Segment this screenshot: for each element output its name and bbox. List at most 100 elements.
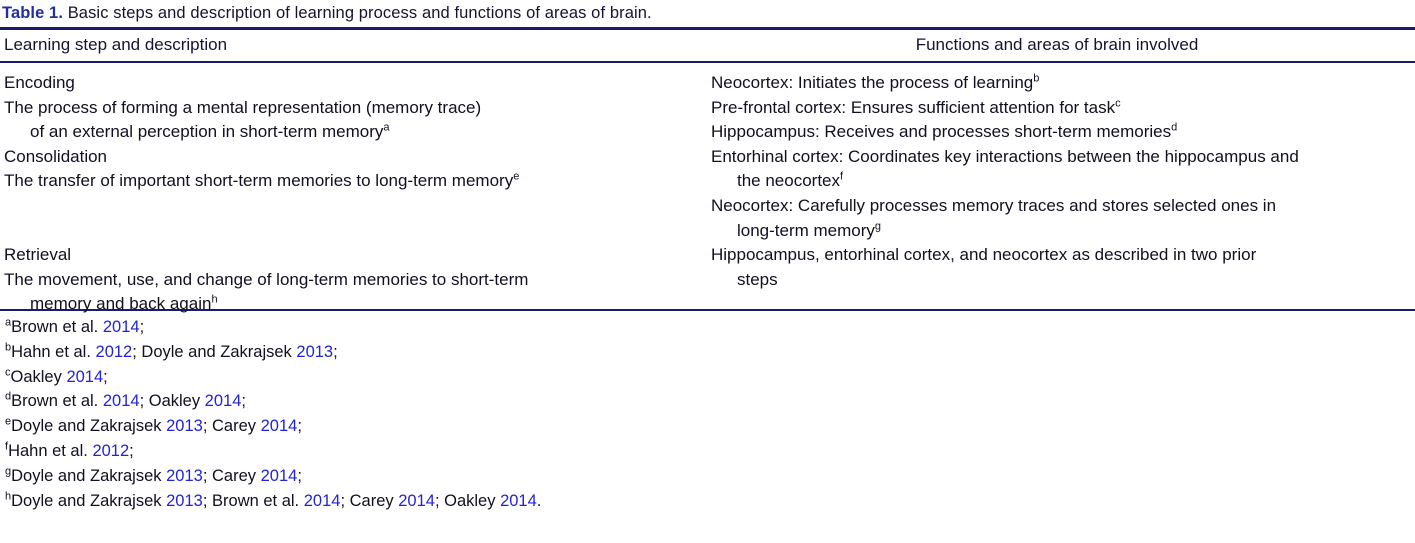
citation-text: .	[536, 491, 542, 510]
table-text-line: the neocortexf	[711, 169, 1409, 194]
footnote-marker: c	[5, 366, 11, 379]
citation-year-link[interactable]: 2014	[66, 367, 104, 386]
citation-text: Hahn et al.	[8, 441, 93, 460]
citation-year-link[interactable]: 2013	[296, 342, 334, 361]
table-text-line: The transfer of important short-term mem…	[4, 169, 699, 194]
citation-text: Oakley	[10, 367, 67, 386]
citation-year-link[interactable]: 2013	[166, 491, 203, 510]
footnote-marker: g	[5, 465, 12, 478]
line-text: The movement, use, and change of long-te…	[4, 269, 529, 289]
footnote-marker: a	[5, 316, 12, 329]
citation-year-link[interactable]: 2014	[500, 491, 537, 510]
citation-text: ;	[139, 318, 145, 336]
line-text: Neocortex: Carefully processes memory tr…	[711, 195, 1277, 215]
table-text-line: The movement, use, and change of long-te…	[4, 268, 699, 293]
table-text-line: Retrieval	[4, 243, 699, 268]
footnote-marker: b	[5, 341, 12, 354]
rule-body-bottom	[0, 309, 1415, 311]
table-caption-text: Basic steps and description of learning …	[63, 4, 652, 22]
table-text-line: Encoding	[4, 71, 699, 96]
footnote-item: bHahn et al. 2012; Doyle and Zakrajsek 2…	[5, 340, 1411, 365]
citation-text: ;	[103, 367, 108, 386]
table-text-line: Pre-frontal cortex: Ensures sufficient a…	[711, 96, 1409, 121]
citation-text: ;	[297, 466, 302, 485]
footnote-item: fHahn et al. 2012;	[5, 439, 1411, 464]
column-header-right: Functions and areas of brain involved	[915, 35, 1199, 54]
footnote-marker: h	[5, 490, 12, 503]
footnote-item: aBrown et al. 2014;	[5, 315, 1411, 340]
footnote-marker: g	[874, 219, 882, 232]
citation-text: ; Carey	[340, 491, 399, 510]
citation-text: ; Doyle and Zakrajsek	[132, 342, 297, 361]
citation-year-link[interactable]: 2013	[166, 466, 203, 485]
line-text: Hippocampus: Receives and processes shor…	[711, 122, 1172, 142]
citation-year-link[interactable]: 2012	[95, 342, 133, 361]
citation-text: Brown et al.	[11, 392, 103, 411]
citation-text: ; Carey	[202, 466, 261, 485]
table-text-line: Consolidation	[4, 145, 699, 170]
citation-year-link[interactable]: 2014	[204, 392, 242, 411]
spacer-line	[4, 219, 699, 244]
line-text: steps	[737, 269, 778, 289]
line-text: Pre-frontal cortex: Ensures sufficient a…	[711, 97, 1116, 117]
footnote-item: dBrown et al. 2014; Oakley 2014;	[5, 389, 1411, 414]
line-text: The process of forming a mental represen…	[4, 97, 482, 117]
table-cell-brain-functions: Neocortex: Initiates the process of lear…	[705, 63, 1415, 292]
citation-text: Hahn et al.	[11, 342, 96, 361]
footnote-item: cOakley 2014;	[5, 365, 1411, 390]
citation-year-link[interactable]: 2014	[303, 491, 341, 510]
table-text-line: long-term memoryg	[711, 219, 1409, 244]
citation-text: ; Oakley	[139, 392, 205, 411]
table-text-line: steps	[711, 268, 1409, 293]
footnote-marker: c	[1115, 96, 1121, 109]
line-text: Retrieval	[4, 245, 72, 265]
footnote-marker: f	[840, 170, 844, 183]
footnote-marker: e	[513, 170, 520, 183]
rule-header-bottom	[0, 61, 1415, 63]
rule-top	[0, 27, 1415, 30]
citation-text: ; Carey	[202, 417, 261, 436]
citation-year-link[interactable]: 2014	[260, 466, 298, 485]
citation-text: ;	[129, 441, 134, 460]
table-footnotes: aBrown et al. 2014;bHahn et al. 2012; Do…	[0, 311, 1415, 513]
table-text-line: Hippocampus, entorhinal cortex, and neoc…	[711, 243, 1409, 268]
spacer-line	[4, 194, 699, 219]
citation-year-link[interactable]: 2014	[398, 491, 435, 510]
table-text-line: Neocortex: Initiates the process of lear…	[711, 71, 1409, 96]
footnote-marker: h	[211, 293, 218, 306]
citation-text: ;	[333, 342, 338, 361]
citation-year-link[interactable]: 2014	[260, 417, 298, 436]
line-text: long-term memory	[737, 220, 875, 240]
line-text: Encoding	[4, 73, 75, 92]
citation-text: Doyle and Zakrajsek	[11, 491, 167, 510]
footnote-marker: d	[5, 390, 12, 403]
footnote-item: gDoyle and Zakrajsek 2013; Carey 2014;	[5, 464, 1411, 489]
line-text: the neocortex	[737, 171, 841, 191]
table-caption: Table 1. Basic steps and description of …	[0, 0, 1415, 27]
footnote-item: eDoyle and Zakrajsek 2013; Carey 2014;	[5, 414, 1411, 439]
footnote-marker: e	[5, 415, 12, 428]
citation-year-link[interactable]: 2012	[92, 441, 130, 460]
line-text: Neocortex: Initiates the process of lear…	[711, 73, 1034, 92]
citation-year-link[interactable]: 2013	[166, 417, 203, 436]
citation-text: Brown et al.	[11, 318, 103, 336]
line-text: Hippocampus, entorhinal cortex, and neoc…	[711, 245, 1257, 265]
citation-text: ; Oakley	[434, 491, 501, 510]
footnote-item: hDoyle and Zakrajsek 2013; Brown et al. …	[5, 489, 1411, 514]
citation-text: ;	[241, 392, 246, 411]
citation-year-link[interactable]: 2014	[102, 392, 140, 411]
citation-text: ; Brown et al.	[202, 491, 304, 510]
footnote-marker: a	[383, 121, 390, 134]
citation-year-link[interactable]: 2014	[102, 318, 140, 336]
table-caption-label: Table 1.	[2, 4, 64, 22]
citation-text: Doyle and Zakrajsek	[11, 417, 167, 436]
table-text-line: of an external perception in short-term …	[4, 120, 699, 145]
table-text-line: memory and back againh	[4, 292, 699, 317]
line-text: memory and back again	[30, 294, 212, 314]
footnote-marker: f	[5, 440, 9, 453]
citation-text: ;	[297, 417, 302, 436]
table-text-line: The process of forming a mental represen…	[4, 96, 699, 121]
